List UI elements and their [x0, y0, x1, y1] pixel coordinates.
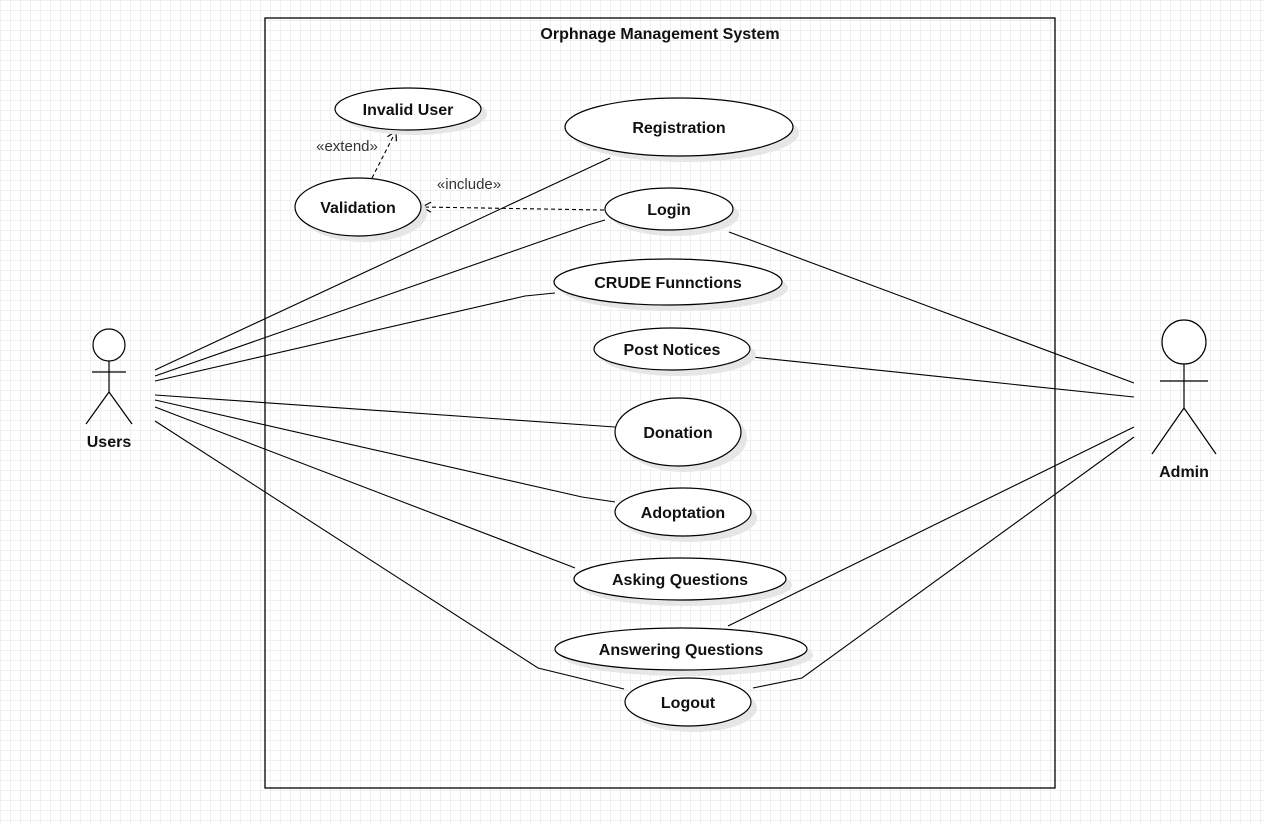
use-case-post-notices[interactable]: Post Notices	[593, 327, 756, 376]
assoc-admin-post-notices	[751, 356, 1135, 398]
use-case-adoptation[interactable]: Adoptation	[614, 487, 757, 542]
system-title: Orphnage Management System	[540, 26, 779, 43]
actor-label: Admin	[1159, 464, 1209, 481]
stick-figure-icon	[85, 328, 133, 425]
use-case-label: Answering Questions	[599, 642, 764, 659]
use-case-validation[interactable]: Validation	[294, 177, 427, 242]
use-case-label: Donation	[643, 425, 712, 442]
use-case-donation[interactable]: Donation	[614, 397, 747, 472]
use-case-registration[interactable]: Registration	[564, 97, 799, 162]
use-case-label: Post Notices	[624, 342, 721, 359]
use-case-logout[interactable]: Logout	[624, 677, 757, 732]
actor-admin[interactable]: Admin	[1151, 319, 1217, 481]
use-case-login[interactable]: Login	[604, 187, 739, 236]
assoc-users-logout	[154, 420, 625, 690]
use-case-label: Login	[647, 202, 691, 219]
use-case-label: Asking Questions	[612, 572, 748, 589]
use-case-crude-functions[interactable]: CRUDE Funnctions	[553, 258, 788, 311]
extend-label: «extend»	[316, 138, 378, 155]
use-case-invalid-user[interactable]: Invalid User	[334, 87, 487, 135]
assoc-admin-login	[728, 231, 1135, 384]
users-associations	[154, 157, 625, 690]
assoc-admin-logout	[752, 436, 1135, 689]
assoc-users-login	[154, 219, 606, 377]
assoc-admin-answering	[727, 426, 1135, 627]
assoc-users-crude	[154, 292, 556, 382]
use-case-answering-questions[interactable]: Answering Questions	[554, 627, 813, 676]
use-case-label: Adoptation	[641, 505, 725, 522]
assoc-users-donation	[154, 394, 616, 428]
extend-relationship[interactable]: «extend»	[316, 129, 397, 179]
use-case-label: Registration	[632, 120, 725, 137]
use-case-asking-questions[interactable]: Asking Questions	[573, 557, 792, 606]
include-label: «include»	[437, 176, 501, 193]
use-case-label: Validation	[320, 200, 396, 217]
actor-users[interactable]: Users	[85, 328, 133, 451]
use-case-label: Invalid User	[363, 102, 454, 119]
assoc-users-registration	[154, 157, 611, 371]
assoc-users-adoptation	[154, 399, 616, 503]
stick-figure-icon	[1151, 319, 1217, 455]
include-relationship[interactable]: «include»	[420, 176, 605, 213]
use-case-label: Logout	[661, 695, 716, 712]
use-case-label: CRUDE Funnctions	[594, 275, 742, 292]
assoc-users-asking	[154, 406, 576, 569]
admin-associations	[727, 231, 1135, 689]
actor-label: Users	[87, 434, 132, 451]
